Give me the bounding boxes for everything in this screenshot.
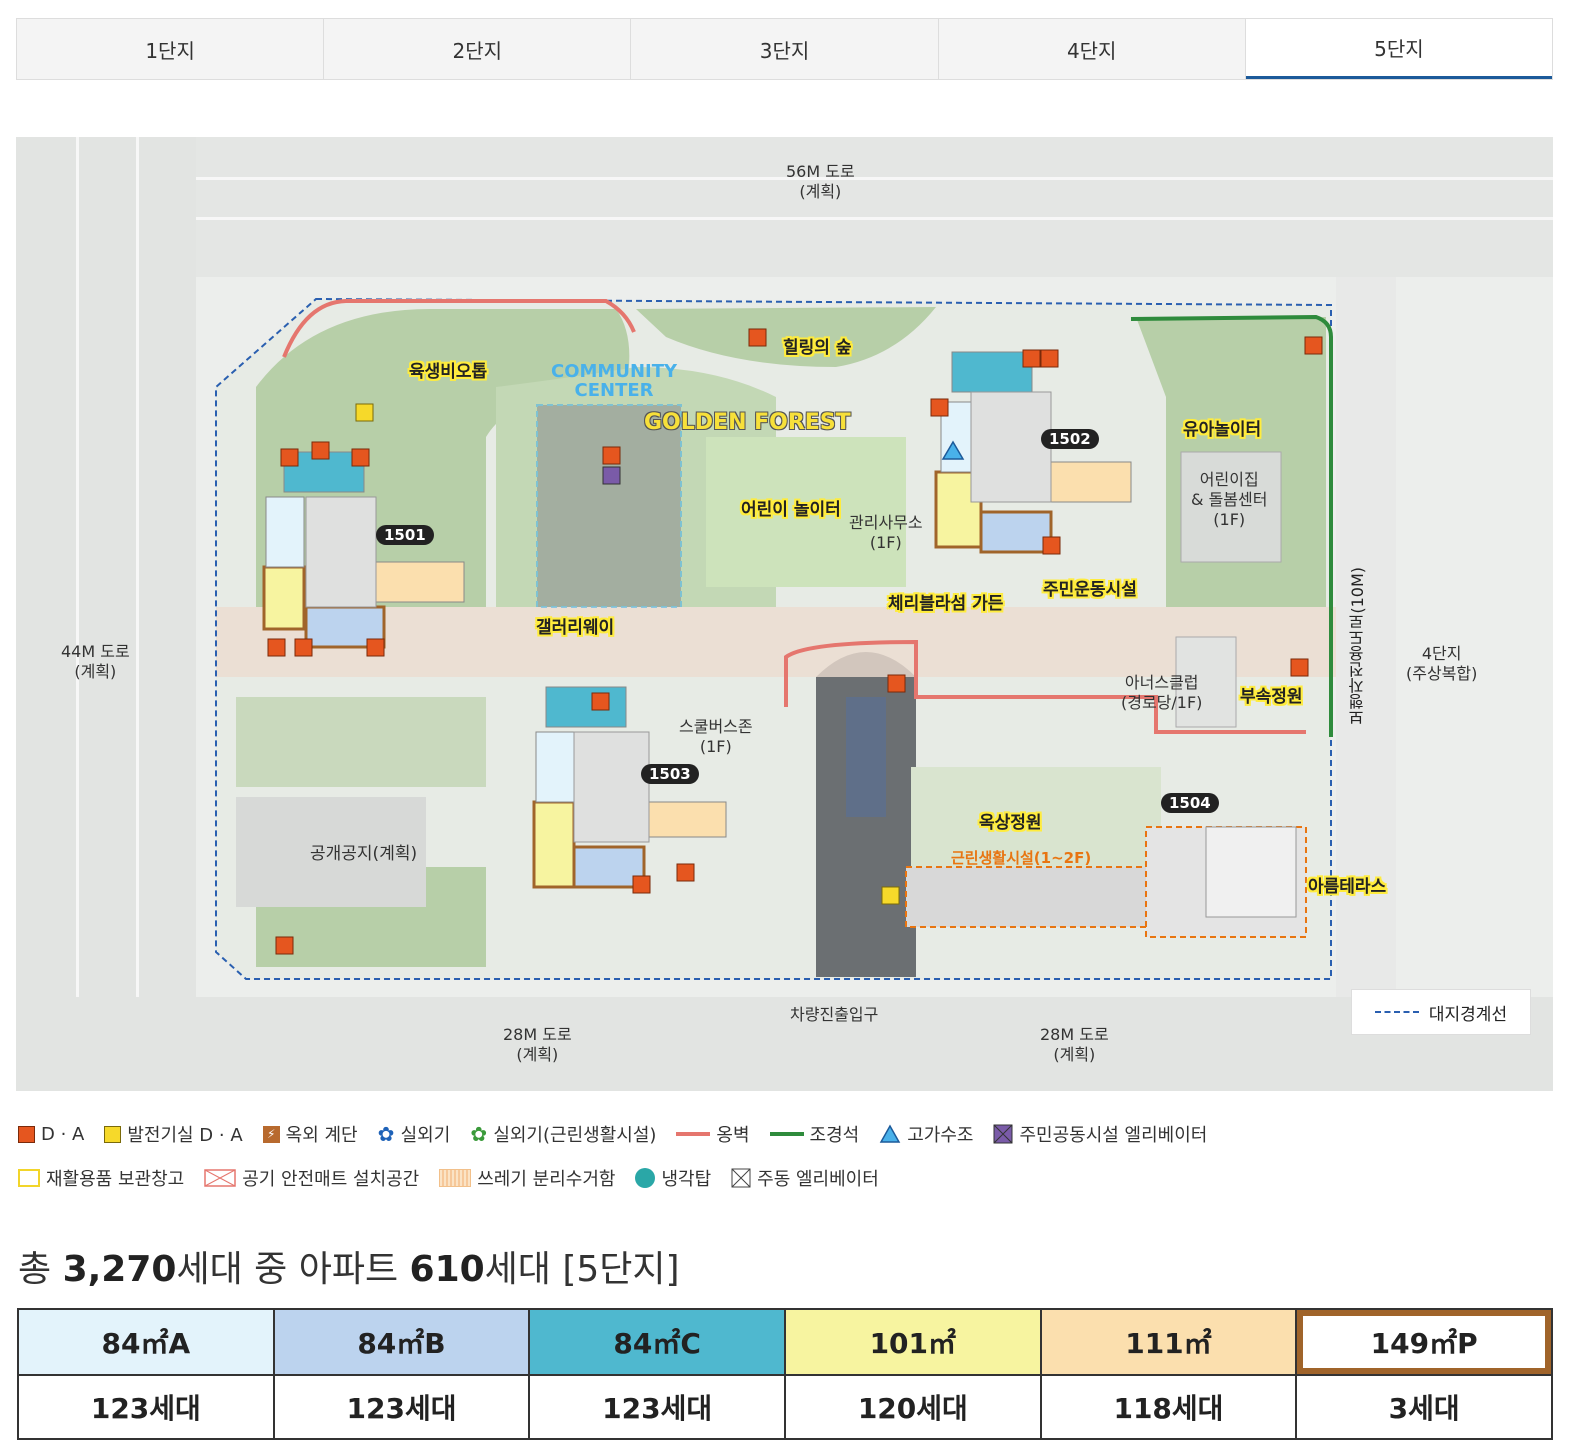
management-office-label: 관리사무소(1F) (849, 513, 923, 552)
recycle-storage-icon (18, 1169, 40, 1187)
unit-summary: 총 3,270세대 중 아파트 610세대 [5단지] (18, 1249, 680, 1290)
unit-count-149p: 3세대 (1295, 1374, 1553, 1440)
main-elevator-icon (731, 1168, 751, 1188)
legend-item-main-elevator: 주동 엘리베이터 (731, 1165, 879, 1191)
building-1504-badge: 1504 (1161, 793, 1219, 813)
unit-count-101: 120세대 (783, 1374, 1042, 1440)
legend-item-outdoor-stair: ⚡ 옥외 계단 (262, 1121, 358, 1147)
gallery-way-label: 갤러리웨이 (536, 618, 615, 638)
road-north-label: 56M 도로(계획) (786, 162, 855, 201)
road-west-label: 44M 도로(계획) (61, 642, 130, 681)
complex-4-label: 4단지(주상복합) (1406, 644, 1478, 683)
legend-item-da: D · A (18, 1124, 84, 1145)
unit-type-table: 84㎡A 84㎡B 84㎡C 101㎡ 111㎡ 149㎡P 123세대 123… (17, 1308, 1553, 1440)
open-space-label: 공개공지(계획) (310, 844, 418, 864)
healing-forest-label: 힐링의 숲 (783, 338, 852, 358)
unit-type-101: 101㎡ (783, 1308, 1042, 1376)
pedestrian-road-label: 보행자전용도로(10M) (1348, 567, 1367, 726)
air-mat-space-icon (204, 1169, 236, 1187)
legend-item-retaining-wall: 옹벽 (676, 1121, 750, 1147)
cooling-tower-icon (635, 1168, 656, 1188)
tab-complex-4[interactable]: 4단지 (938, 19, 1246, 79)
trash-collection-icon (439, 1169, 472, 1187)
unit-type-84c: 84㎡C (528, 1308, 786, 1376)
legend-item-water-tank: 고가수조 (879, 1121, 973, 1147)
boundary-legend: 대지경계선 (1351, 989, 1531, 1035)
kids-playground-label: 어린이 놀이터 (741, 500, 841, 520)
building-1503-badge: 1503 (641, 764, 699, 784)
unit-type-84b: 84㎡B (272, 1308, 531, 1376)
neighborhood-facility-label: 근린생활시설(1~2F) (951, 849, 1092, 867)
tab-complex-3[interactable]: 3단지 (631, 19, 939, 79)
tab-complex-2[interactable]: 2단지 (324, 19, 632, 79)
outdoor-unit-green-icon: ✿ (470, 1121, 488, 1146)
unit-count-111: 118세대 (1039, 1374, 1298, 1440)
golden-forest-label: GOLDEN FOREST (644, 410, 851, 435)
vehicle-entrance-label: 차량진출입구 (790, 1005, 879, 1024)
legend-item-outdoor-unit: ✿ 실외기 (377, 1121, 451, 1147)
unit-count-84a: 123세대 (17, 1374, 275, 1440)
community-elevator-icon (993, 1124, 1013, 1144)
building-1501-badge: 1501 (376, 525, 434, 545)
cherry-garden-label: 체리블라섬 가든 (888, 594, 1004, 614)
unit-type-149p: 149㎡P (1295, 1308, 1553, 1376)
site-plan-drawing (16, 137, 1553, 1091)
outdoor-unit-icon: ✿ (377, 1121, 395, 1146)
water-tank-triangle-icon (879, 1124, 901, 1143)
site-plan-map: 56M 도로(계획) 44M 도로(계획) 28M 도로(계획) 28M 도로(… (16, 137, 1553, 1091)
legend-item-recycle-storage: 재활용품 보관창고 (18, 1165, 184, 1191)
map-legend: D · A 발전기실 D · A ⚡ 옥외 계단 ✿ 실외기 ✿ 실외기(근린생… (18, 1118, 1518, 1206)
fitness-label: 주민운동시설 (1043, 580, 1137, 600)
rooftop-garden-label: 옥상정원 (979, 813, 1042, 833)
school-bus-zone-label: 스쿨버스존(1F) (679, 717, 753, 756)
legend-item-cooling-tower: 냉각탑 (635, 1165, 711, 1191)
outdoor-stair-icon: ⚡ (262, 1125, 280, 1143)
boundary-legend-label: 대지경계선 (1428, 1004, 1508, 1025)
toddler-playground-label: 유아놀이터 (1183, 420, 1262, 440)
unit-count-84b: 123세대 (272, 1374, 531, 1440)
annex-garden-label: 부속정원 (1240, 687, 1303, 707)
unit-type-111: 111㎡ (1039, 1308, 1298, 1376)
retaining-wall-line-icon (676, 1132, 711, 1136)
legend-item-trash: 쓰레기 분리수거함 (439, 1165, 615, 1191)
terrace-label: 아름테라스 (1308, 877, 1387, 897)
landscape-stone-line-icon (769, 1132, 804, 1136)
unit-count-row: 123세대 123세대 123세대 120세대 118세대 3세대 (17, 1374, 1553, 1440)
tab-complex-1[interactable]: 1단지 (17, 19, 325, 79)
da-square-icon (18, 1125, 35, 1143)
legend-item-community-elevator: 주민공동시설 엘리베이터 (993, 1121, 1207, 1147)
building-1502-badge: 1502 (1041, 429, 1099, 449)
legend-item-generator-da: 발전기실 D · A (104, 1121, 243, 1147)
generator-da-square-icon (104, 1125, 122, 1143)
unit-type-84a: 84㎡A (17, 1308, 275, 1376)
complex-tabs: 1단지 2단지 3단지 4단지 5단지 (16, 18, 1553, 80)
boundary-dash-line (1374, 1011, 1419, 1013)
seniors-club-label: 아너스클럽(경로당/1F) (1121, 673, 1203, 712)
daycare-label: 어린이집& 돌봄센터(1F) (1191, 470, 1268, 529)
legend-item-outdoor-unit-neighborhood: ✿ 실외기(근린생활시설) (470, 1121, 657, 1147)
unit-type-row: 84㎡A 84㎡B 84㎡C 101㎡ 111㎡ 149㎡P (17, 1308, 1553, 1376)
legend-item-air-mat: 공기 안전매트 설치공간 (204, 1165, 419, 1191)
road-south-right-label: 28M 도로(계획) (1040, 1025, 1109, 1064)
legend-item-landscape-stone: 조경석 (769, 1121, 859, 1147)
road-south-left-label: 28M 도로(계획) (503, 1025, 572, 1064)
eco-biotope-label: 육생비오톱 (409, 362, 488, 382)
unit-count-84c: 123세대 (528, 1374, 786, 1440)
tab-complex-5[interactable]: 5단지 (1245, 19, 1553, 79)
